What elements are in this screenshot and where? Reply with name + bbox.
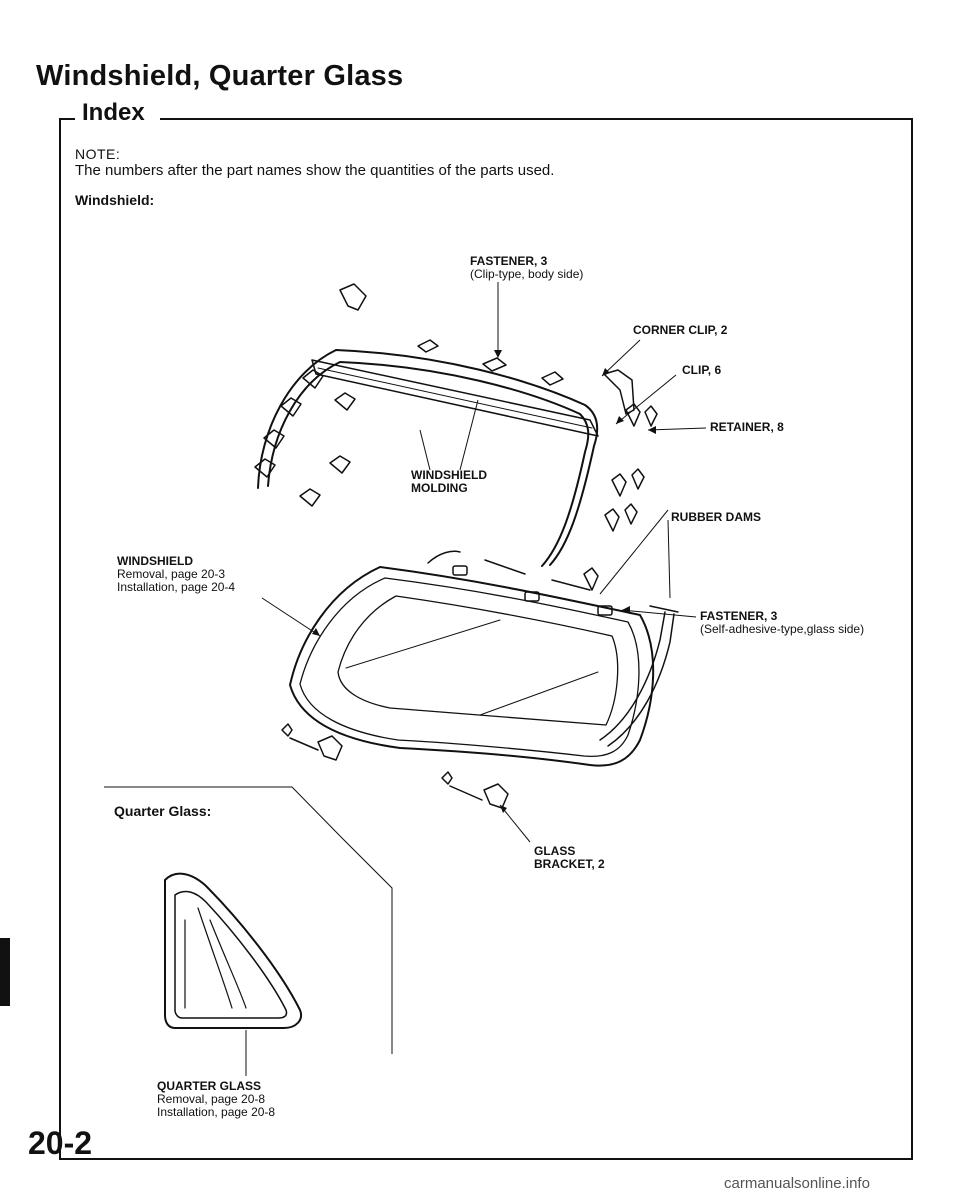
label-fastener-glass-detail: (Self-adhesive-type,glass side) <box>700 622 865 636</box>
quarter-glass-heading: Quarter Glass: <box>114 803 212 819</box>
label-fastener-glass-name: FASTENER, 3 <box>700 609 778 623</box>
label-rubber-dams-name: RUBBER DAMS <box>671 510 761 524</box>
page-title: Windshield, Quarter Glass <box>36 60 404 92</box>
leader-glass-bracket <box>499 804 531 843</box>
leader-fastener-glass <box>621 609 697 618</box>
label-retainer-name: RETAINER, 8 <box>710 420 784 434</box>
fastener-clip-shapes <box>417 339 564 386</box>
index-frame-top-right <box>160 118 912 120</box>
windshield-glass-shape <box>289 566 675 767</box>
glass-bracket-shapes <box>281 723 509 809</box>
binding-edge-mark <box>0 938 10 1006</box>
label-corner-clip: CORNER CLIP, 2 <box>633 324 727 337</box>
label-glass-bracket-name-2: BRACKET, 2 <box>534 857 605 871</box>
note-text: The numbers after the part names show th… <box>75 162 555 179</box>
page-number: 20-2 <box>28 1125 93 1161</box>
section-label: Index <box>78 99 149 127</box>
index-frame-top-left <box>59 118 75 120</box>
leader-clip <box>615 374 677 425</box>
corner-clip-shape <box>339 283 635 415</box>
windshield-heading: Windshield: <box>75 192 155 208</box>
arrowheads <box>312 350 656 813</box>
index-frame <box>59 118 913 1160</box>
leader-corner-clip <box>601 339 641 377</box>
leader-quarter-divider <box>104 786 393 1054</box>
label-glass-bracket-name: GLASS <box>534 844 576 858</box>
note-heading: NOTE: <box>75 146 121 162</box>
rubber-dam-shapes <box>427 550 679 616</box>
label-fastener-clip-name: FASTENER, 3 <box>470 254 548 268</box>
leader-rubber-dams <box>599 509 671 599</box>
windshield-molding-shape <box>257 349 599 567</box>
label-retainer: RETAINER, 8 <box>710 421 784 434</box>
leader-retainer <box>647 427 707 431</box>
leader-molding <box>419 399 479 471</box>
clip-shapes <box>254 369 356 507</box>
label-clip: CLIP, 6 <box>682 364 721 377</box>
label-fastener-clip: FASTENER, 3 (Clip-type, body side) <box>470 255 583 281</box>
label-windshield: WINDSHIELD Removal, page 20-3 Installati… <box>117 555 235 594</box>
label-glass-bracket: GLASS BRACKET, 2 <box>534 845 605 871</box>
label-quarter-glass-installation: Installation, page 20-8 <box>157 1105 276 1119</box>
label-quarter-glass-name: QUARTER GLASS <box>157 1079 262 1093</box>
label-windshield-name: WINDSHIELD <box>117 554 193 568</box>
label-rubber-dams: RUBBER DAMS <box>671 511 761 524</box>
label-molding: WINDSHIELD MOLDING <box>411 469 487 495</box>
label-windshield-installation: Installation, page 20-4 <box>117 580 236 594</box>
label-quarter-glass: QUARTER GLASS Removal, page 20-8 Install… <box>157 1080 275 1119</box>
label-clip-name: CLIP, 6 <box>682 363 722 377</box>
quarter-glass-shape <box>164 872 302 1029</box>
label-corner-clip-name: CORNER CLIP, 2 <box>633 323 728 337</box>
label-molding-name: WINDSHIELD <box>411 468 487 482</box>
label-windshield-removal: Removal, page 20-3 <box>117 567 226 581</box>
retainer-shapes <box>583 403 658 591</box>
label-fastener-clip-detail: (Clip-type, body side) <box>470 267 584 281</box>
label-quarter-glass-removal: Removal, page 20-8 <box>157 1092 266 1106</box>
leader-windshield <box>261 597 321 637</box>
watermark: carmanualsonline.info <box>724 1175 870 1192</box>
label-fastener-glass: FASTENER, 3 (Self-adhesive-type,glass si… <box>700 610 864 636</box>
label-molding-name-2: MOLDING <box>411 481 468 495</box>
